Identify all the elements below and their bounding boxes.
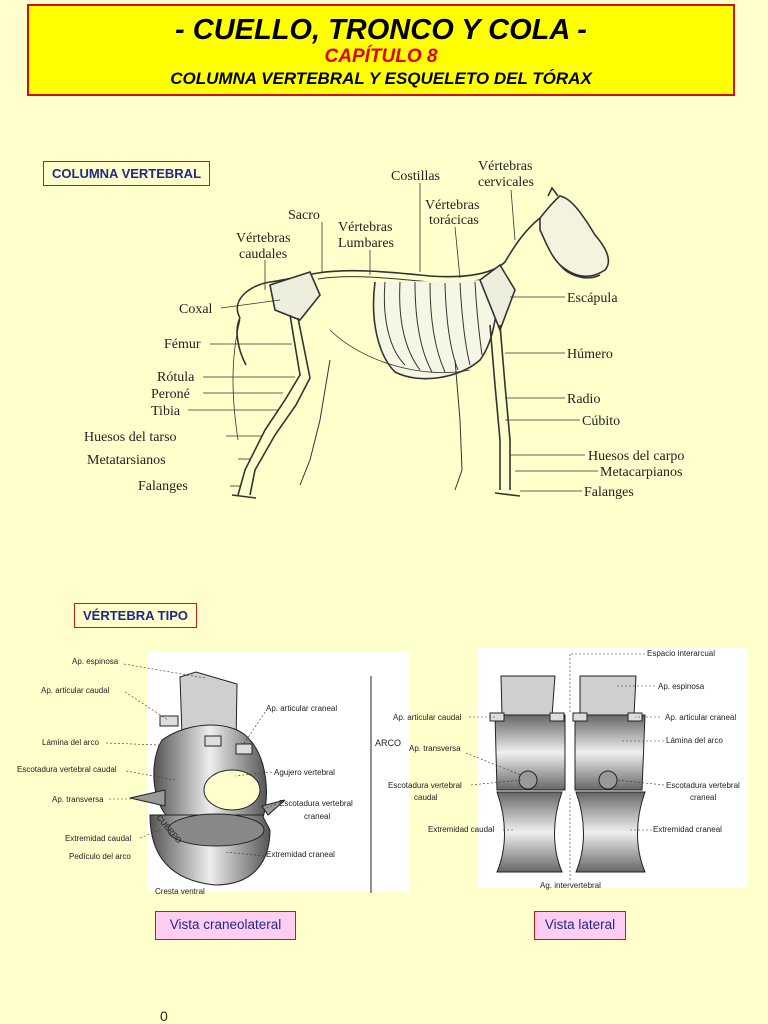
label-vertebras-lumbares-1: Vértebras: [338, 220, 392, 235]
skeleton-drawing: [231, 186, 610, 499]
label-left-ap-espinosa: Ap. espinosa: [72, 657, 119, 666]
label-sacro: Sacro: [288, 208, 320, 223]
label-right-extremidad-caudal: Extremidad caudal: [428, 825, 494, 834]
section-label-columna: COLUMNA VERTEBRAL: [43, 161, 211, 186]
label-coxal: Coxal: [179, 302, 213, 317]
label-left-agujero: Agujero vertebral: [274, 768, 335, 777]
label-left-ap-transversa: Ap. transversa: [52, 795, 104, 804]
label-vertebras-caudales-2: caudales: [239, 247, 287, 262]
label-falanges-right: Falanges: [584, 485, 634, 500]
label-femur: Fémur: [164, 337, 201, 352]
label-left-extremidad-caudal: Extremidad caudal: [65, 834, 131, 843]
label-right-ag-intervertebral: Ag. intervertebral: [540, 881, 601, 890]
label-metacarpianos: Metacarpianos: [600, 465, 682, 480]
label-humero: Húmero: [567, 347, 613, 362]
page-title: - CUELLO, TRONCO Y COLA -: [175, 14, 587, 46]
label-vertebras-lumbares-2: Lumbares: [338, 236, 394, 251]
section-label-vertebra: VÉRTEBRA TIPO: [74, 603, 197, 628]
label-vertebras-cervicales-1: Vértebras: [478, 159, 532, 174]
vertebra-craneolateral-drawing: [129, 652, 410, 892]
page-number: 0: [160, 1008, 168, 1024]
label-right-escotadura-caudal-2: caudal: [414, 793, 438, 802]
label-radio: Radio: [567, 392, 600, 407]
label-metatarsianos: Metatarsianos: [87, 453, 166, 468]
label-right-ap-espinosa: Ap. espinosa: [658, 682, 705, 691]
chapter-subtitle: COLUMNA VERTEBRAL Y ESQUELETO DEL TÓRAX: [170, 69, 592, 88]
label-huesos-tarso: Huesos del tarso: [84, 430, 177, 445]
label-left-ap-articular-caudal: Ap. articular caudal: [41, 686, 110, 695]
label-right-espacio-interarcual: Espacio interarcual: [647, 649, 715, 658]
chapter-title: CAPÍTULO 8: [324, 46, 438, 67]
label-falanges-left: Falanges: [138, 479, 188, 494]
label-vertebras-toracicas-1: Vértebras: [425, 198, 479, 213]
label-left-lamina: Lámina del arco: [42, 738, 99, 747]
label-cubito: Cúbito: [582, 414, 620, 429]
label-left-escotadura-craneal-1: Escotadura vertebral: [279, 799, 353, 808]
label-right-escotadura-craneal-2: craneal: [690, 793, 716, 802]
label-vertebras-cervicales-2: cervicales: [478, 175, 534, 190]
label-right-escotadura-caudal-1: Escotadura vertebral: [388, 781, 462, 790]
label-rotula: Rótula: [157, 370, 195, 385]
label-right-escotadura-craneal-1: Escotadura vertebral: [666, 781, 740, 790]
label-costillas: Costillas: [391, 169, 440, 184]
label-arco: ARCO: [375, 738, 401, 748]
label-right-extremidad-craneal: Extremidad craneal: [653, 825, 722, 834]
label-huesos-carpo: Huesos del carpo: [588, 449, 684, 464]
label-left-extremidad-craneal: Extremidad craneal: [266, 850, 335, 859]
vertebra-lateral-drawing: [478, 648, 748, 888]
label-vertebras-caudales-1: Vértebras: [236, 231, 290, 246]
label-left-cresta-ventral: Cresta ventral: [155, 887, 205, 896]
label-left-pediculo: Pedículo del arco: [69, 852, 131, 861]
label-left-escotadura-caudal: Escotadura vertebral caudal: [17, 765, 117, 774]
label-vertebras-toracicas-2: torácicas: [429, 213, 479, 228]
label-left-ap-articular-craneal: Ap. articular craneal: [266, 704, 337, 713]
label-escapula: Escápula: [567, 291, 618, 306]
label-right-ap-articular-craneal: Ap. articular craneal: [665, 713, 736, 722]
caption-vista-lateral: Vista lateral: [534, 911, 626, 940]
label-left-escotadura-craneal-2: craneal: [304, 812, 330, 821]
caption-vista-craneolateral: Vista craneolateral: [155, 911, 296, 940]
label-right-lamina: Lámina del arco: [666, 736, 723, 745]
label-tibia: Tibia: [151, 404, 181, 419]
label-perone: Peroné: [151, 387, 190, 402]
label-right-ap-articular-caudal: Ap. articular caudal: [393, 713, 462, 722]
label-right-ap-transversa: Ap. transversa: [409, 744, 461, 753]
title-banner: - CUELLO, TRONCO Y COLA - CAPÍTULO 8 COL…: [27, 4, 735, 96]
